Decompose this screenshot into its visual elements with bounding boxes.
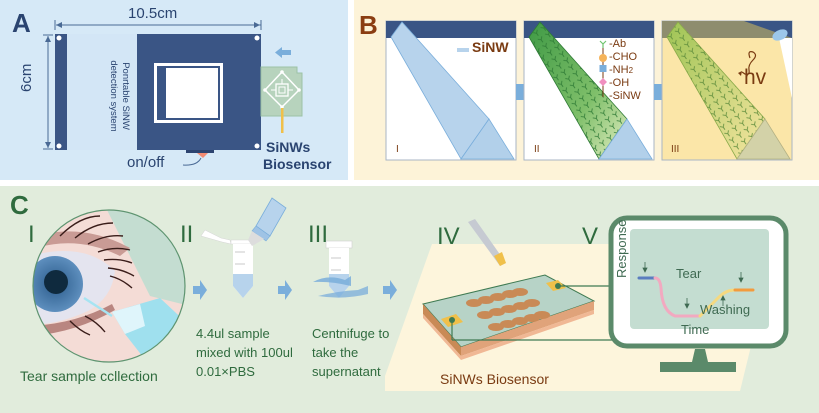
sinw-legend-label: SiNW — [472, 39, 509, 55]
step-iii-frame — [661, 20, 793, 161]
step-ii-numeral: II — [534, 144, 540, 155]
step-v-numeral: V — [582, 223, 599, 250]
on-off-label: on/off — [127, 154, 165, 171]
centrifuge-tube-icon — [313, 240, 368, 298]
sinw-biosensor-chip — [260, 66, 303, 133]
step-iv-numeral: IV — [437, 223, 460, 250]
step-ii-frame — [523, 20, 655, 161]
washing-annotation: Washing — [700, 302, 751, 317]
hv-label: hv — [744, 66, 767, 89]
response-curve — [637, 276, 755, 318]
legend-nh2-sub: 2 — [628, 65, 634, 75]
step-i-numeral: I — [396, 144, 399, 155]
caption-line: take the — [312, 345, 359, 360]
biosensor-label: SiNWs Biosensor — [263, 139, 331, 173]
panel-c-label: C — [10, 190, 29, 220]
caption-line: 0.01×PBS — [196, 364, 255, 379]
device-label: Ponrtable SiNW detection system — [107, 56, 131, 136]
step-i-frame — [385, 20, 517, 161]
device-label-line1: Ponrtable SiNW — [120, 62, 131, 130]
legend-cho: -CHO — [609, 50, 638, 63]
legend-nh2-main: -NH — [609, 63, 629, 76]
width-dimension-label: 10.5cm — [128, 5, 178, 22]
sample-tube-icon — [200, 229, 256, 298]
portable-device-diagram — [43, 20, 303, 166]
x-axis-label: Time — [681, 322, 710, 337]
tear-annotation: Tear — [676, 266, 702, 281]
panel-b-label: B — [359, 10, 378, 40]
step-iii-numeral: III — [308, 221, 329, 248]
legend-nh2: -NH2 — [609, 64, 641, 78]
step-ii-numeral: II — [180, 221, 194, 248]
insert-arrow-icon — [275, 47, 291, 58]
caption-line: supernatant — [312, 364, 381, 379]
functionalization-steps — [385, 20, 793, 161]
biosensor-label-line1: SiNWs — [266, 139, 311, 155]
dropper-bottle-icon — [248, 197, 287, 246]
panel-a-label: A — [12, 8, 31, 38]
step-ii-caption: 4.4ul sample mixed with 100ul 0.01×PBS — [196, 324, 293, 381]
biosensor-caption: SiNWs Biosensor — [440, 371, 549, 387]
device-label-line2: detection system — [108, 60, 119, 132]
workflow-diagram — [32, 197, 789, 391]
step-i-caption: Tear sample ccllection — [20, 368, 158, 384]
sinw-biosensor-chip — [422, 274, 625, 360]
biosensor-label-line2: Biosensor — [263, 156, 332, 172]
eye-illustration — [33, 210, 185, 362]
legend-sinw: -SiNW — [609, 90, 641, 103]
step-arrow-icon — [278, 280, 292, 300]
step-arrow-icon — [193, 280, 207, 300]
caption-line: Centnifuge to — [312, 326, 390, 341]
step-arrow-icon — [383, 280, 397, 300]
y-axis-label: Response — [614, 219, 629, 278]
light-wave-icon — [741, 51, 757, 75]
height-dimension-label: 6cm — [18, 63, 35, 92]
panel-a: A — [0, 0, 348, 180]
pipette-tip-icon — [468, 219, 506, 266]
step-iii-caption: Centnifuge to take the supernatant — [312, 324, 389, 381]
height-dimension-line — [43, 34, 53, 150]
monitor-display — [608, 215, 789, 372]
molecule-legend: -Ab -CHO -NH2 -OH -SiNW — [609, 38, 641, 103]
caption-line: mixed with 100ul — [196, 345, 293, 360]
panel-c: C — [0, 186, 819, 413]
legend-ab: -Ab — [609, 38, 627, 50]
step-i-numeral: I — [28, 221, 35, 248]
step-iii-numeral: III — [671, 144, 680, 155]
width-dimension-line — [54, 20, 262, 30]
legend-oh: -OH — [609, 77, 630, 90]
caption-line: 4.4ul sample — [196, 326, 270, 341]
power-switch — [182, 150, 214, 166]
panel-b: B — [354, 0, 819, 180]
portable-device — [55, 34, 261, 150]
